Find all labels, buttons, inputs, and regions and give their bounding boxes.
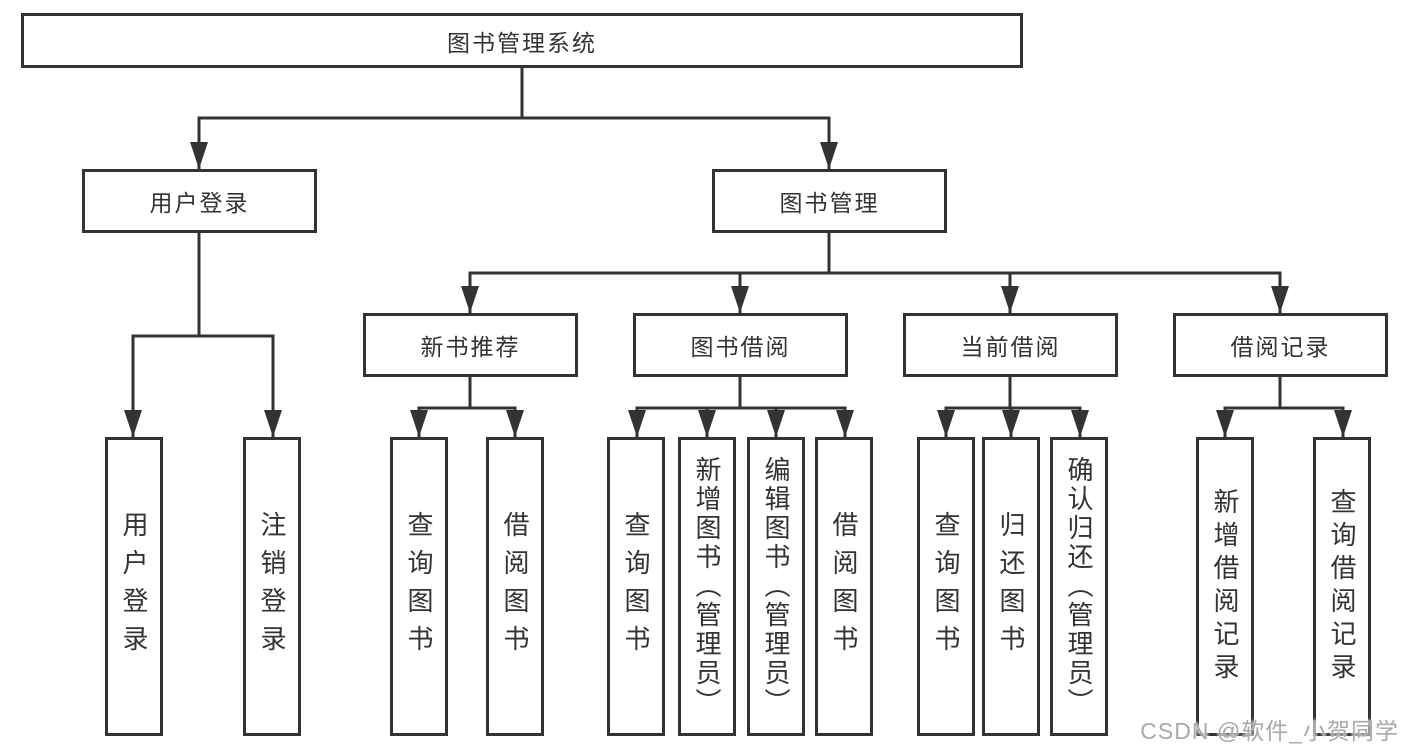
node-leaf-borrow-books-borrowing: 借阅图书: [815, 437, 873, 736]
node-new-book-recommendation-label: 新书推荐: [420, 334, 521, 360]
connector-currentborrow-to-leaves: [937, 375, 1089, 439]
node-leaf-borrow-books-recommend: 借阅图书: [486, 437, 544, 736]
node-leaf-query-books-borrowing-label: 查询图书: [621, 510, 651, 663]
node-borrowing-records: 借阅记录: [1173, 313, 1388, 377]
node-leaf-edit-book-admin-label: 编辑图书（管理员）: [761, 456, 791, 717]
node-leaf-add-book-admin: 新增图书（管理员）: [678, 437, 736, 736]
node-current-borrowing: 当前借阅: [903, 313, 1118, 377]
node-leaf-add-book-admin-label: 新增图书（管理员）: [692, 456, 722, 717]
node-book-borrowing-label: 图书借阅: [690, 334, 791, 360]
node-leaf-query-books-recommend-label: 查询图书: [404, 510, 434, 663]
csdn-watermark: CSDN @软件_小贺同学: [1140, 718, 1399, 744]
node-leaf-query-books-borrowing: 查询图书: [607, 437, 665, 736]
node-leaf-logout: 注销登录: [243, 437, 301, 736]
node-leaf-add-borrow-record: 新增借阅记录: [1196, 437, 1254, 736]
node-leaf-confirm-return-admin-label: 确认归还（管理员）: [1064, 456, 1094, 717]
node-leaf-logout-label: 注销登录: [257, 510, 287, 663]
node-leaf-confirm-return-admin: 确认归还（管理员）: [1050, 437, 1108, 736]
node-book-borrowing: 图书借阅: [633, 313, 848, 377]
connector-bookmgmt-to-level3: [461, 231, 1289, 315]
connector-bookborrow-to-leaves: [628, 375, 854, 439]
node-root-label: 图书管理系统: [447, 29, 597, 56]
node-leaf-borrow-books-recommend-label: 借阅图书: [500, 510, 530, 663]
node-current-borrowing-label: 当前借阅: [960, 334, 1061, 360]
node-user-login-label: 用户登录: [149, 190, 250, 216]
node-leaf-query-borrow-record-label: 查询借阅记录: [1327, 487, 1357, 686]
node-borrowing-records-label: 借阅记录: [1230, 334, 1331, 360]
node-leaf-borrow-books-borrowing-label: 借阅图书: [829, 510, 859, 663]
node-leaf-query-borrow-record: 查询借阅记录: [1313, 437, 1371, 736]
connector-userlogin-to-leaves: [124, 231, 282, 439]
node-user-login: 用户登录: [82, 169, 317, 233]
node-leaf-add-borrow-record-label: 新增借阅记录: [1210, 487, 1240, 686]
node-leaf-user-login-label: 用户登录: [119, 510, 149, 663]
connector-root-to-level2: [190, 66, 838, 171]
node-leaf-query-books-current-label: 查询图书: [931, 510, 961, 663]
node-leaf-return-book-label: 归还图书: [996, 510, 1026, 663]
connector-borrowrecords-to-leaves: [1216, 375, 1352, 439]
node-book-management: 图书管理: [712, 169, 947, 233]
node-leaf-query-books-current: 查询图书: [917, 437, 975, 736]
node-leaf-query-books-recommend: 查询图书: [390, 437, 448, 736]
node-new-book-recommendation: 新书推荐: [363, 313, 578, 377]
node-leaf-return-book: 归还图书: [982, 437, 1040, 736]
node-leaf-user-login: 用户登录: [105, 437, 163, 736]
node-leaf-edit-book-admin: 编辑图书（管理员）: [747, 437, 805, 736]
node-book-management-label: 图书管理: [779, 190, 880, 216]
node-root: 图书管理系统: [21, 13, 1023, 68]
connector-newbookrec-to-leaves: [410, 375, 524, 439]
